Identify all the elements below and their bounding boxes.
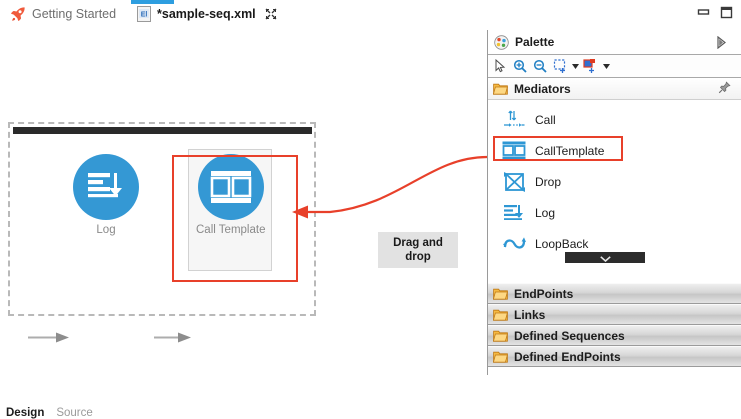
palette-header: Palette [488,30,741,54]
palette-drawer-links[interactable]: Links [488,304,741,325]
palette-collapsed-drawers: EndPoints Links Defined Sequences [488,283,741,367]
callout-line-1: Drag and [393,236,443,249]
call-template-mediator-icon [502,139,526,163]
loopback-mediator-icon [502,232,526,256]
close-icon[interactable] [262,8,277,20]
folder-icon [493,287,508,300]
xml-file-icon: El [137,6,151,22]
arrow-cursor-icon[interactable] [491,57,509,75]
tab-source[interactable]: Source [56,407,93,419]
node-label: Log [96,224,116,236]
editor-view-tabs: Design Source [6,407,93,419]
drawer-label: Mediators [514,81,571,96]
palette-item-label: Call [535,112,556,127]
drawer-label: Defined Sequences [514,328,625,343]
palette-item-label: CallTemplate [535,143,605,158]
palette-drawer-defined-endpoints[interactable]: Defined EndPoints [488,346,741,367]
palette-item-loopback[interactable]: LoopBack [488,228,741,259]
log-mediator-icon [502,201,526,225]
folder-icon [493,350,508,363]
caret-down-icon[interactable] [571,57,580,75]
call-mediator-icon [502,108,526,132]
palette-icon [494,34,509,50]
callout-line-2: drop [405,251,431,263]
drawer-label: Defined EndPoints [514,349,621,364]
zoom-out-icon[interactable] [531,57,549,75]
svg-text:El: El [141,11,148,18]
palette-mediators-list[interactable]: Call CallTemplate [488,100,741,263]
flow-arrow-in [28,331,70,349]
palette-drawer-mediators[interactable]: Mediators [488,78,741,100]
marquee-select-icon[interactable] [551,57,569,75]
palette-item-label: Drop [535,174,562,189]
palette-item-label: LoopBack [535,236,589,251]
active-tab-indicator [131,0,174,4]
expand-panel-icon[interactable] [716,35,727,54]
tab-sample-seq-xml[interactable]: El *sample-seq.xml [131,0,283,28]
palette-title: Palette [515,35,555,49]
node-label: Call Template [196,224,266,236]
sequence-editor-canvas[interactable]: Log Call Template Drag a [0,34,482,419]
tab-getting-started[interactable]: Getting Started [4,0,122,28]
flow-arrow-mid [154,331,192,349]
rocket-icon [10,6,26,22]
tab-label: *sample-seq.xml [157,7,256,21]
call-template-mediator-icon [197,154,264,220]
tab-design[interactable]: Design [6,407,45,419]
chevron-down-icon [599,249,611,267]
log-mediator-icon [73,154,139,220]
create-connection-icon[interactable] [582,57,600,75]
canvas-node-call-template[interactable]: Call Template [196,154,265,236]
palette-item-call[interactable]: Call [488,104,741,135]
minimize-icon[interactable] [697,6,710,19]
palette-drawer-defined-sequences[interactable]: Defined Sequences [488,325,741,346]
palette-panel[interactable]: Palette [487,30,741,375]
palette-item-log[interactable]: Log [488,197,741,228]
caret-down-icon[interactable] [602,57,611,75]
drop-mediator-icon [502,170,526,194]
drawer-label: EndPoints [514,286,574,301]
folder-icon [493,82,508,95]
canvas-node-log[interactable]: Log [73,154,139,236]
palette-item-drop[interactable]: Drop [488,166,741,197]
palette-scroll-down-button[interactable] [565,252,645,263]
maximize-icon[interactable] [720,6,733,19]
sequence-container[interactable]: Log Call Template [8,122,316,343]
editor-tab-bar: Getting Started El *sample-seq.xml [0,0,741,28]
tab-label: Getting Started [32,7,117,21]
drawer-label: Links [514,307,546,322]
folder-icon [493,308,508,321]
sequence-titlebar [13,127,312,134]
drag-and-drop-callout: Drag and drop [378,232,458,268]
palette-toolbar[interactable] [488,54,741,78]
palette-item-calltemplate[interactable]: CallTemplate [488,135,741,166]
folder-icon [493,329,508,342]
pin-icon[interactable] [718,81,731,97]
window-controls [697,6,733,19]
palette-item-label: Log [535,205,556,220]
zoom-in-icon[interactable] [511,57,529,75]
palette-drawer-endpoints[interactable]: EndPoints [488,283,741,304]
